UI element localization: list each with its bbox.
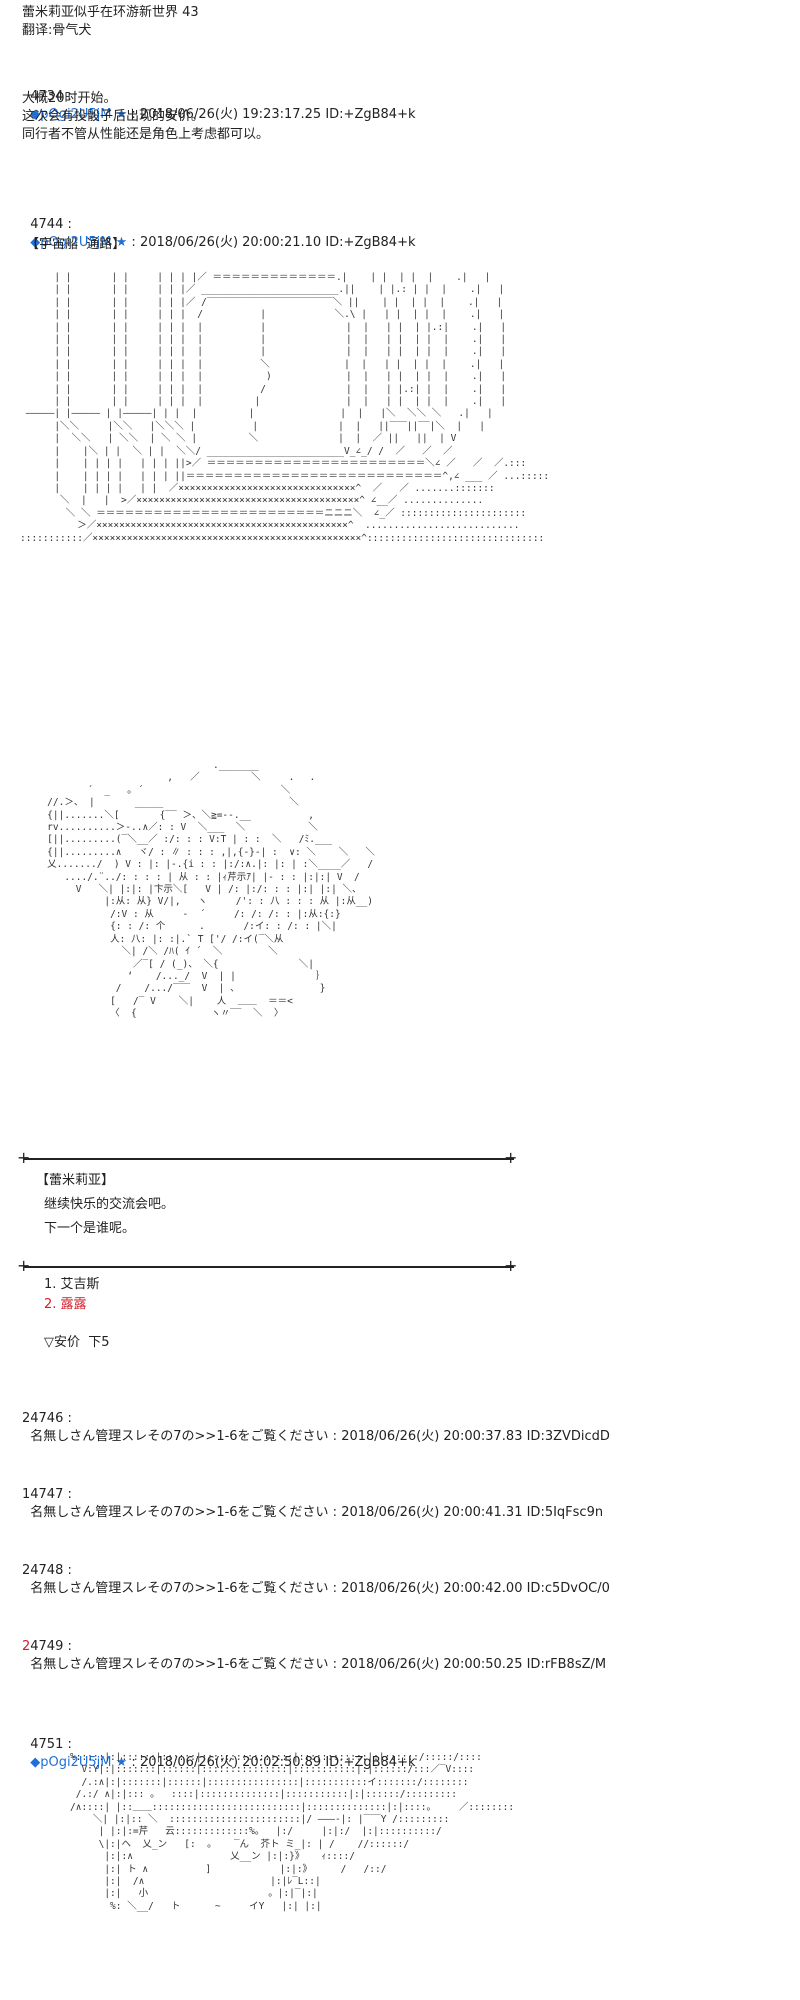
post-body-line: 大概20时开始。: [22, 91, 117, 106]
choice-option-2: 2. 露露: [44, 1297, 87, 1312]
post-meta: 名無しさん管理スレその7の>>1-6をご覧ください : 2018/06/26(火…: [30, 1429, 610, 1444]
post-meta: 名無しさん管理スレその7の>>1-6をご覧ください : 2018/06/26(火…: [30, 1581, 610, 1596]
post-body: 2: [22, 1639, 31, 1654]
post-number: 4748 :: [30, 1563, 72, 1578]
post-meta: : 2018/06/26(火) 20:00:21.10 ID:+ZgB84+k: [127, 235, 416, 250]
divider-top: [24, 1158, 514, 1160]
post-header-4751: 4751 : ◆pOgi2U5jM ★ : 2018/06/26(火) 20:0…: [22, 1718, 416, 1772]
dialogue-line: 继续快乐的交流会吧。: [44, 1197, 175, 1212]
post-meta: 名無しさん管理スレその7の>>1-6をご覧ください : 2018/06/26(火…: [30, 1657, 607, 1672]
divider-cross-left: +: [17, 1148, 31, 1167]
post-meta: 名無しさん管理スレその7の>>1-6をご覧ください : 2018/06/26(火…: [30, 1505, 604, 1520]
post-body: 1: [22, 1487, 31, 1502]
post-header-4749: 4749 : 名無しさん管理スレその7の>>1-6をご覧ください : 2018/…: [22, 1620, 606, 1674]
post-header-4746: 4746 : 名無しさん管理スレその7の>>1-6をご覧ください : 2018/…: [22, 1392, 610, 1446]
tripcode-link[interactable]: ◆pOgi2U5jM ★: [30, 235, 128, 250]
divider-cross-right: +: [504, 1256, 518, 1275]
speaker-name: 【蕾米莉亚】: [36, 1173, 115, 1188]
ascii-art-character: %:::::|:|::::::|::::::|::::::::::::::::|…: [70, 1752, 515, 1912]
translator-credit: 翻译:骨气犬: [22, 23, 92, 38]
post-header-4748: 4748 : 名無しさん管理スレその7の>>1-6をご覧ください : 2018/…: [22, 1544, 610, 1598]
post-number: 4746 :: [30, 1411, 72, 1426]
tripcode-link[interactable]: ◆pOgi2U5jM ★: [30, 1755, 128, 1770]
post-number: 4747 :: [30, 1487, 72, 1502]
divider-cross-left: +: [17, 1256, 31, 1275]
location-label: 【宇宙船 通路】: [26, 237, 126, 252]
divider-bottom: [24, 1266, 514, 1268]
dialogue-line: 下一个是谁呢。: [44, 1221, 136, 1236]
post-header-4744: 4744 : ◆pOgi2U5jM ★ : 2018/06/26(火) 20:0…: [22, 198, 416, 252]
post-body-line: 这次会有投骰子后出现的安价。: [22, 109, 205, 124]
post-number: 4744 :: [30, 217, 72, 232]
post-number: 4734 :: [30, 89, 72, 104]
anka-instruction: ▽安价 下5: [44, 1335, 110, 1350]
post-meta: : 2018/06/26(火) 20:02:50.89 ID:+ZgB84+k: [127, 1755, 416, 1770]
choice-option-1: 1. 艾吉斯: [44, 1277, 100, 1292]
ascii-art-corridor: | | | | | | | |／ ＝＝＝＝＝＝＝＝＝＝＝＝＝.| | | | |…: [20, 272, 550, 544]
post-header-4734: 4734 : ◆pOgi2U5jM ★ : 2018/06/26(火) 19:2…: [22, 70, 416, 124]
post-number: 4751 :: [30, 1737, 72, 1752]
post-body: 2: [22, 1411, 31, 1426]
divider-cross-right: +: [504, 1148, 518, 1167]
post-body: 2: [22, 1563, 31, 1578]
ascii-art-remilia: ._______ , ／ ＼ ． ． ´ _ ｡ ´ ＼ //.＞、 | ___…: [47, 760, 375, 1020]
post-number: 4749 :: [30, 1639, 72, 1654]
post-body-line: 同行者不管从性能还是角色上考虑都可以。: [22, 127, 270, 142]
page-title: 蕾米莉亚似乎在环游新世界 43: [22, 5, 199, 20]
post-header-4747: 4747 : 名無しさん管理スレその7の>>1-6をご覧ください : 2018/…: [22, 1468, 603, 1522]
post-meta: : 2018/06/26(火) 19:23:17.25 ID:+ZgB84+k: [127, 107, 416, 122]
tripcode-link[interactable]: ◆pOgi2U5jM ★: [30, 107, 128, 122]
